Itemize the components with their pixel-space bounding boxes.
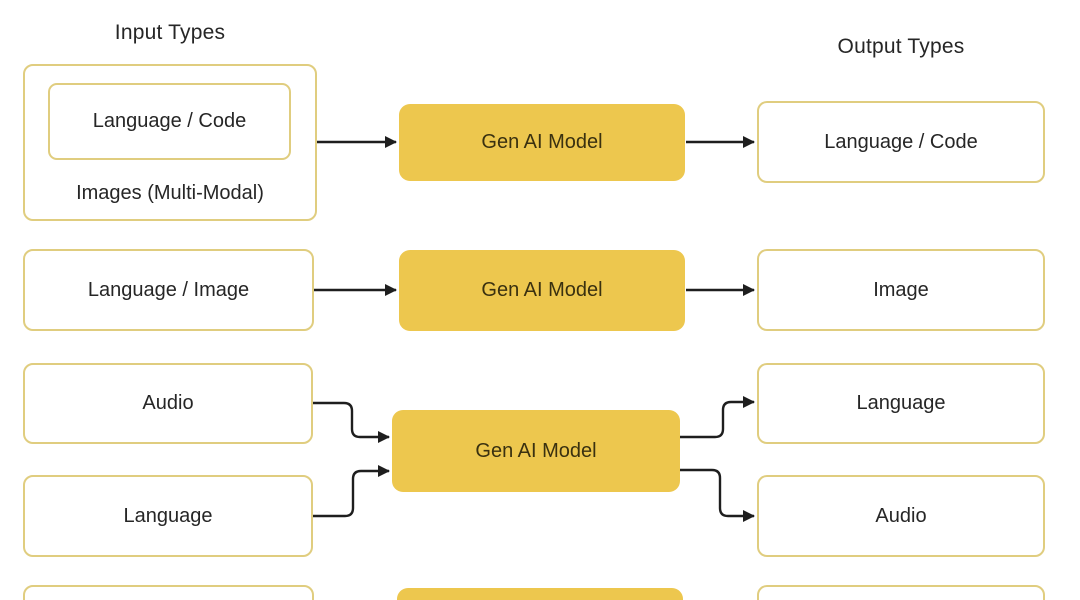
- model-node-row2: Gen AI Model: [399, 250, 685, 331]
- model-node-row3: Gen AI Model: [392, 410, 680, 492]
- input-node-language-image: Language / Image: [23, 249, 314, 331]
- node-label: Image: [873, 278, 929, 301]
- input-node-multimodal-group: Language / Code Images (Multi-Modal): [23, 64, 317, 221]
- node-label: Gen AI Model: [481, 279, 603, 301]
- node-label: Gen AI Model: [475, 439, 597, 462]
- arrow-language-to-model3: [313, 465, 390, 518]
- output-node-audio: Audio: [757, 475, 1045, 557]
- input-node-row4-partial: [23, 585, 314, 600]
- input-node-audio: Audio: [23, 363, 313, 444]
- node-label: Language: [856, 392, 946, 414]
- model-node-row1: Gen AI Model: [399, 104, 685, 181]
- output-node-language-code: Language / Code: [757, 101, 1045, 183]
- node-label: Language / Image: [87, 278, 250, 301]
- arrow-model3-to-language: [680, 396, 755, 439]
- node-label: Language / Code: [92, 110, 247, 132]
- output-node-language: Language: [757, 363, 1045, 444]
- output-types-title: Output Types: [837, 35, 965, 58]
- input-node-language: Language: [23, 475, 313, 557]
- node-label: Language / Code: [824, 130, 978, 153]
- input-node-language-code: Language / Code: [48, 83, 291, 160]
- arrow-model3-to-audio: [680, 468, 755, 522]
- node-label: Language: [123, 504, 213, 527]
- node-label: Gen AI Model: [481, 131, 603, 153]
- output-node-row4-partial: [757, 585, 1045, 600]
- node-label: Audio: [875, 504, 927, 527]
- node-label: Audio: [142, 392, 194, 414]
- model-node-row4-partial: [397, 588, 683, 600]
- arrow-audio-to-model3: [313, 401, 390, 443]
- input-types-title: Input Types: [114, 21, 226, 44]
- output-node-image: Image: [757, 249, 1045, 331]
- node-label: Images (Multi-Modal): [76, 182, 264, 204]
